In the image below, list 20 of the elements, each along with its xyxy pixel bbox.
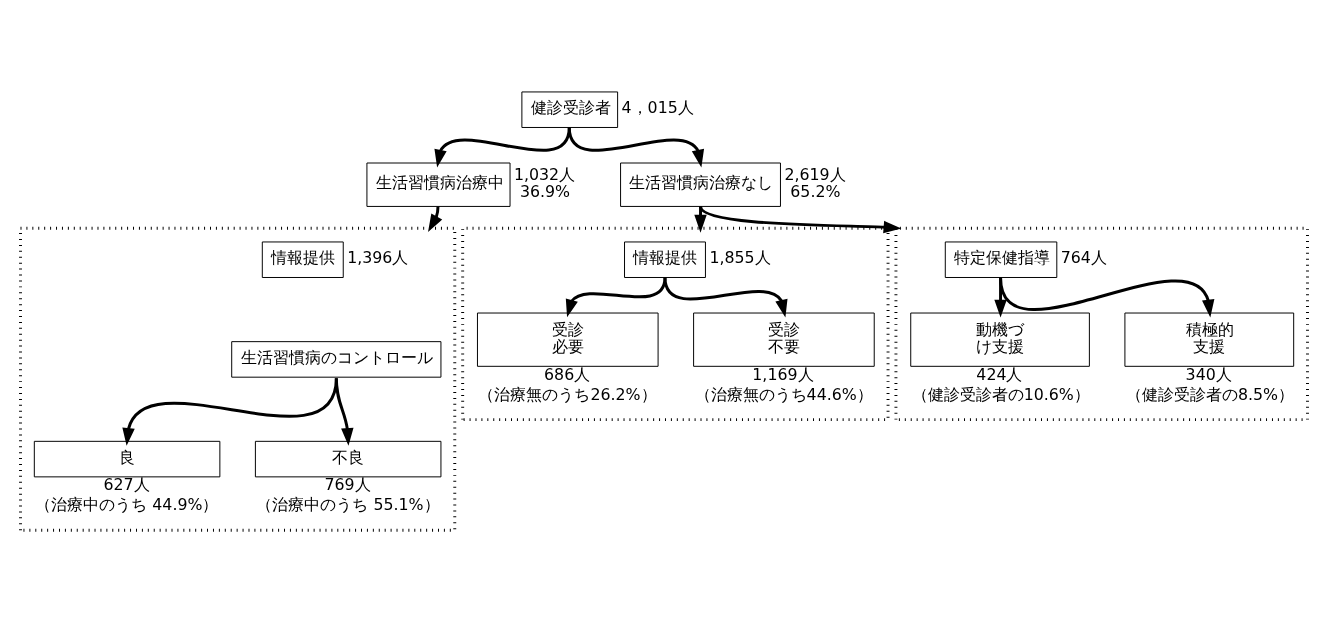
node-label: （健診受診者の8.5%） (1125, 384, 1294, 404)
node-label: （治療無のうち26.2%） (478, 384, 657, 404)
node-label: （治療中のうち 44.9%） (35, 495, 219, 515)
node-label: 65.2% (790, 182, 841, 202)
node-label: 1,032人 (513, 164, 576, 184)
node-label: 4，015人 (621, 98, 694, 118)
node-label: 2,619人 (784, 164, 846, 184)
node-label: 686人 (544, 364, 591, 384)
node-label: 627人 (103, 475, 150, 495)
node-label: 764人 (1060, 248, 1107, 268)
node-label: 769人 (324, 475, 371, 495)
node-label: 1,855人 (709, 248, 771, 268)
node-label: 36.9% (519, 182, 571, 202)
node-label: 424人 (976, 364, 1023, 384)
node-label: （治療無のうち44.6%） (694, 384, 873, 404)
node-label: 1,396人 (347, 248, 409, 268)
node-label: 340人 (1185, 364, 1232, 384)
node-label: （治療中のうち 55.1%） (256, 495, 440, 515)
node-label: （健診受診者の10.6%） (911, 384, 1090, 404)
node-label: 1,169人 (752, 364, 814, 384)
